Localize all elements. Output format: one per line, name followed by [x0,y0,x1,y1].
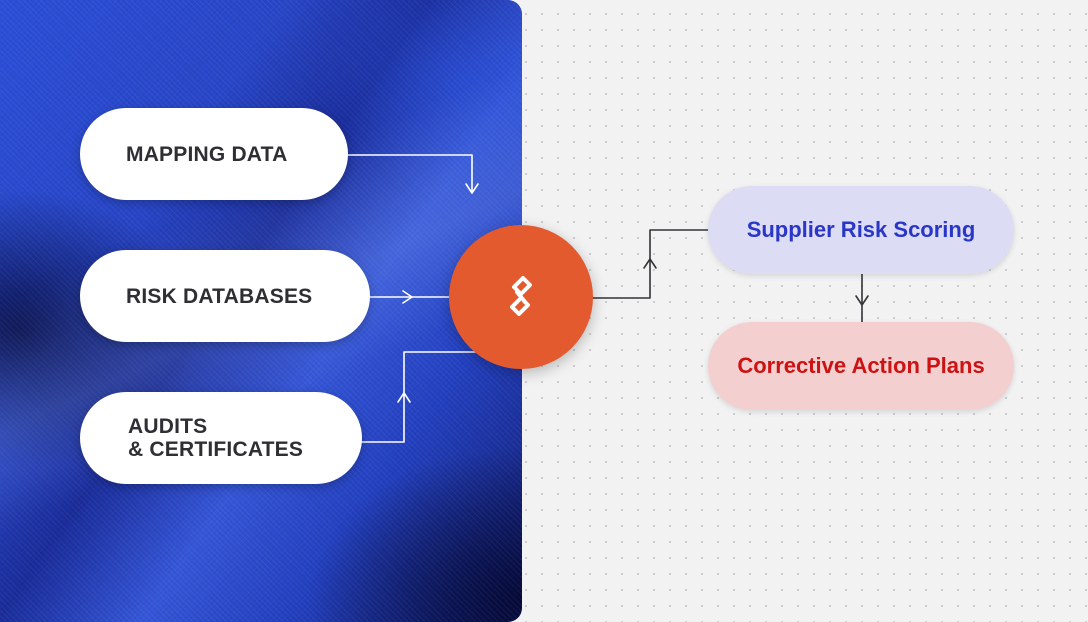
output-supplier-risk-scoring-label: Supplier Risk Scoring [746,217,976,242]
link-chain-icon [510,276,532,316]
connector-hub-to-scoring [592,229,709,299]
connector-audits-to-hub [361,351,479,443]
arrowhead-audits [397,392,411,403]
output-corrective-action-plans-label: Corrective Action Plans [737,353,985,378]
arrowhead-mapping [465,183,479,194]
output-supplier-risk-scoring: Supplier Risk Scoring [708,186,1014,274]
input-mapping-data-label: MAPPING DATA [126,142,288,166]
input-audits-certificates: AUDITS & CERTIFICATES [80,392,362,484]
arrowhead-risk [402,290,413,304]
connector-mapping-to-hub [347,154,473,194]
arrowhead-scoring-plans [855,295,869,306]
hub-circle [449,225,593,369]
input-risk-databases-label: RISK DATABASES [126,284,313,308]
output-corrective-action-plans: Corrective Action Plans [708,322,1014,410]
input-risk-databases: RISK DATABASES [80,250,370,342]
input-audits-certificates-label: AUDITS & CERTIFICATES [128,415,304,461]
input-mapping-data: MAPPING DATA [80,108,348,200]
arrowhead-hub-out [643,258,657,269]
